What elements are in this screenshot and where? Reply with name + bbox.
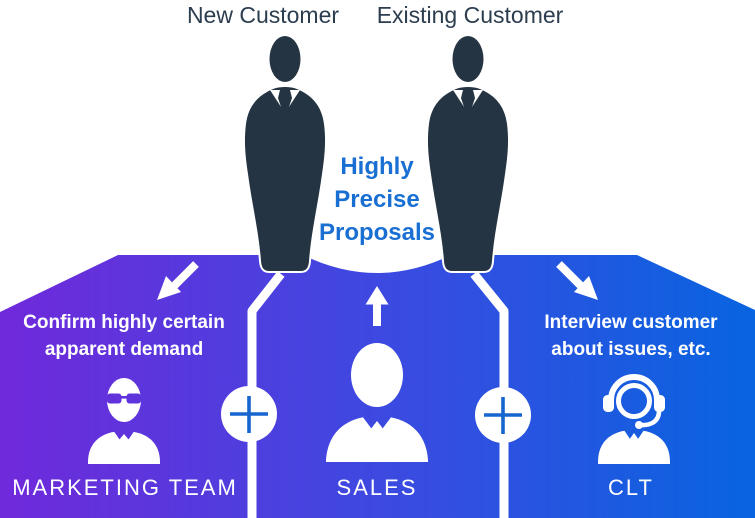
down-right-arrow-icon [556, 261, 598, 300]
headset-agent-icon [598, 374, 670, 464]
existing-customer-label: Existing Customer [376, 2, 564, 28]
left-divider-line [247, 271, 285, 518]
marketing-person-glasses-icon [88, 378, 160, 464]
up-arrow-icon [365, 286, 389, 326]
plus-icon [230, 396, 268, 433]
tie [370, 421, 384, 459]
proposal-line: Precise [334, 186, 420, 213]
sales-person-icon [326, 343, 428, 462]
tie [119, 434, 129, 455]
new-customer-silhouette-icon [242, 34, 328, 273]
tie [629, 433, 639, 454]
description-line: Confirm highly certain [23, 312, 225, 333]
plus-connector-left [221, 386, 277, 442]
sales-label: SALES [336, 475, 418, 500]
right-divider-line [470, 271, 509, 518]
description-line: apparent demand [44, 339, 204, 360]
marketing-description: Confirm highly certain apparent demand [4, 309, 244, 363]
proposal-line: Highly [340, 153, 414, 180]
plus-icon [484, 397, 522, 434]
description-line: Interview customer [544, 312, 718, 333]
new-customer-label: New Customer [186, 2, 340, 28]
description-line: about issues, etc. [551, 339, 711, 360]
plus-connector-right [475, 387, 531, 443]
proposal-line: Proposals [318, 219, 436, 246]
clt-description: Interview customer about issues, etc. [511, 309, 751, 363]
tie [461, 90, 475, 116]
proposal-text: Highly Precise Proposals [302, 150, 452, 249]
marketing-team-label: MARKETING TEAM [12, 475, 238, 500]
clt-label: CLT [608, 475, 654, 500]
down-left-arrow-icon [157, 261, 199, 300]
existing-customer-silhouette-icon [425, 34, 511, 273]
tie [278, 90, 292, 116]
